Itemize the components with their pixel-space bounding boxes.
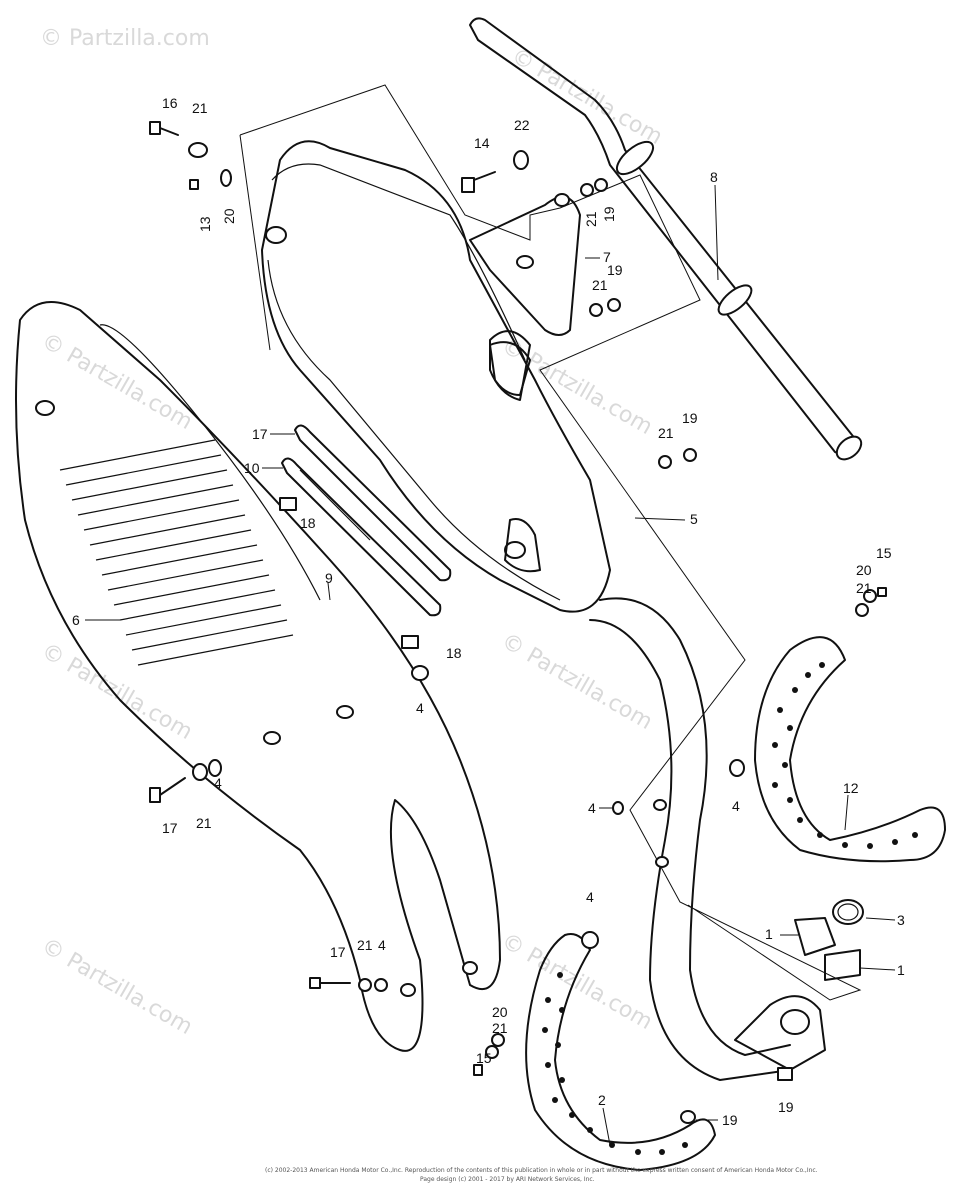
callout-21: 21	[856, 580, 872, 596]
callout-20: 20	[856, 562, 872, 578]
assembly-outline	[239, 84, 862, 1001]
callout-4: 4	[214, 775, 222, 791]
callout-15: 15	[876, 545, 892, 561]
callout-18: 18	[446, 645, 462, 661]
callout-8: 8	[710, 169, 718, 185]
callout-21: 21	[492, 1020, 508, 1036]
callout-4: 4	[588, 800, 596, 816]
callout-3: 3	[897, 912, 905, 928]
callout-13: 13	[197, 216, 213, 232]
bracket	[469, 193, 581, 401]
callout-14: 14	[474, 135, 490, 151]
callout-16: 16	[162, 95, 178, 111]
watermark: © Partzilla.com	[37, 329, 197, 436]
callout-21: 21	[592, 277, 608, 293]
gaskets	[794, 899, 864, 981]
watermark: © Partzilla.com	[40, 26, 210, 51]
callout-6: 6	[72, 612, 80, 628]
watermark: © Partzilla.com	[37, 934, 197, 1041]
heat-guard-upper	[754, 636, 946, 863]
callout-4: 4	[586, 889, 594, 905]
callout-21: 21	[583, 211, 599, 227]
callout-20: 20	[492, 1004, 508, 1020]
watermark: © Partzilla.com	[497, 629, 657, 736]
callout-4: 4	[732, 798, 740, 814]
heat-shield	[15, 301, 501, 1052]
fasteners	[149, 121, 887, 1124]
callout-17: 17	[252, 426, 268, 442]
callout-17: 17	[162, 820, 178, 836]
callout-19: 19	[778, 1099, 794, 1115]
watermarks: © Partzilla.com © Partzilla.com © Partzi…	[37, 26, 667, 1040]
callout-labels: 16 21 13 20 14 22 21 19 8 7 21 19 21 19 …	[72, 95, 905, 1128]
watermark: © Partzilla.com	[497, 929, 657, 1036]
grab-tube	[469, 17, 863, 461]
watermark: © Partzilla.com	[37, 639, 197, 746]
callout-1: 1	[897, 962, 905, 978]
callout-5: 5	[690, 511, 698, 527]
callout-21: 21	[357, 937, 373, 953]
callout-19: 19	[607, 262, 623, 278]
callout-2: 2	[598, 1092, 606, 1108]
callout-15: 15	[476, 1050, 492, 1066]
copyright-footer: (c) 2002-2013 American Honda Motor Co.,I…	[265, 1167, 818, 1183]
callout-19: 19	[601, 206, 617, 222]
callout-21: 21	[658, 425, 674, 441]
callout-18: 18	[300, 515, 316, 531]
leader-lines	[85, 184, 896, 1146]
callout-21: 21	[192, 100, 208, 116]
plates	[281, 424, 452, 617]
callout-20: 20	[221, 208, 237, 224]
callout-9: 9	[325, 570, 333, 586]
callout-4: 4	[416, 700, 424, 716]
exhaust-pipe	[589, 597, 826, 1081]
callout-10: 10	[244, 460, 260, 476]
heat-guard-lower	[525, 933, 716, 1171]
callout-21: 21	[196, 815, 212, 831]
callout-22: 22	[514, 117, 530, 133]
callout-19: 19	[682, 410, 698, 426]
callout-19: 19	[722, 1112, 738, 1128]
callout-12: 12	[843, 780, 859, 796]
callout-7: 7	[603, 249, 611, 265]
callout-1: 1	[765, 926, 773, 942]
callout-17: 17	[330, 944, 346, 960]
copyright-line: (c) 2002-2013 American Honda Motor Co.,I…	[265, 1167, 818, 1174]
callout-4: 4	[378, 937, 386, 953]
copyright-line: Page design (c) 2001 - 2017 by ARI Netwo…	[420, 1176, 595, 1183]
watermark: © Partzilla.com	[507, 44, 667, 151]
